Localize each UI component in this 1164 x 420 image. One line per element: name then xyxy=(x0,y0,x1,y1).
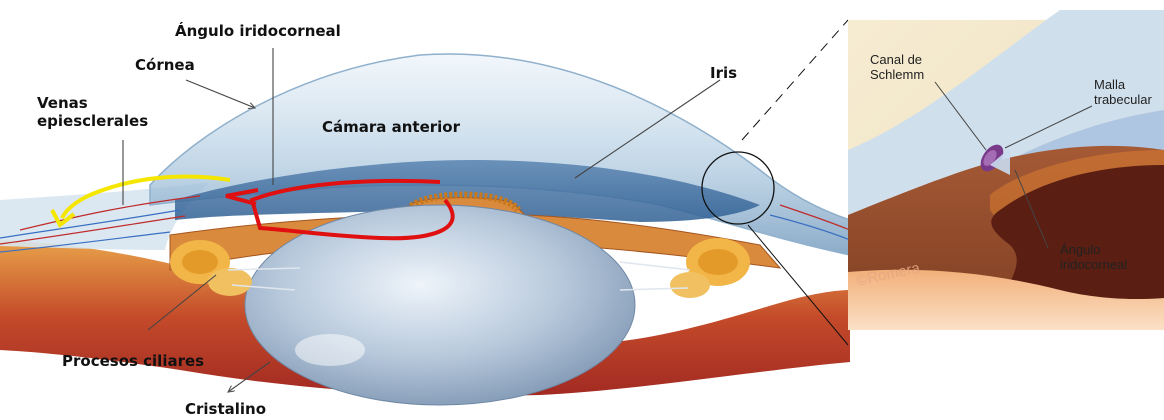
label-venas-epiesclerales: Venas epiesclerales xyxy=(37,94,148,130)
label-procesos-ciliares: Procesos ciliares xyxy=(62,352,204,370)
label-camara-anterior: Cámara anterior xyxy=(322,118,460,136)
lens-highlight xyxy=(295,334,365,366)
label-angulo-iridocorneal: Ángulo iridocorneal xyxy=(175,22,341,40)
label-canal-de-schlemm: Canal de Schlemm xyxy=(870,52,924,82)
lens xyxy=(245,205,635,405)
label-angulo-iridocorneal-inset: Ángulo iridocorneal xyxy=(1060,242,1127,272)
label-iris: Iris xyxy=(710,64,737,82)
zoom-guide-top xyxy=(742,20,848,140)
label-cornea: Córnea xyxy=(135,56,195,74)
label-malla-trabecular: Malla trabecular xyxy=(1094,77,1152,107)
label-cristalino: Cristalino xyxy=(185,400,266,418)
